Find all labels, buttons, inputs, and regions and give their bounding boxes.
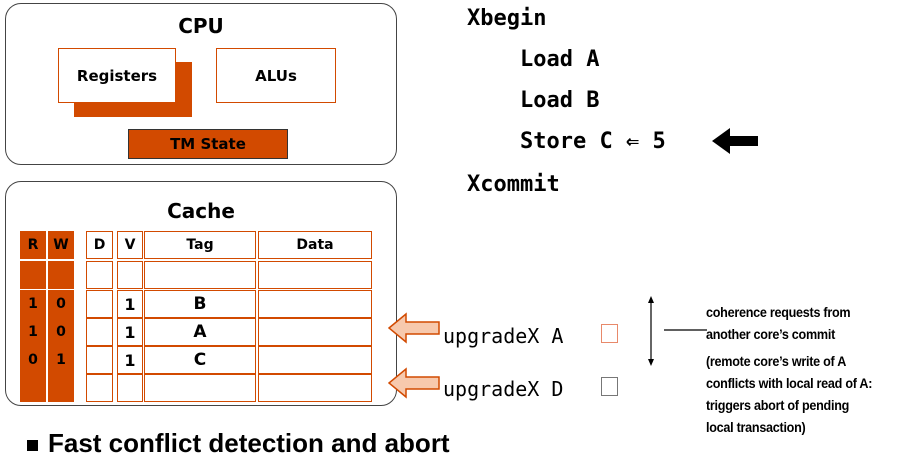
- cache-cell-w: 0: [48, 290, 74, 318]
- alus-box: ALUs: [216, 48, 336, 103]
- cache-cell-tag: C: [144, 346, 256, 374]
- code-xbegin: Xbegin: [467, 6, 547, 31]
- note-paren-2: conflicts with local read of A:: [706, 375, 873, 391]
- cache-cell-r: 0: [20, 346, 46, 374]
- request-arrow-d-icon: [388, 367, 440, 399]
- current-instruction-arrow-icon: [712, 128, 758, 154]
- cpu-panel: CPU Registers ALUs TM State: [5, 3, 397, 165]
- cache-cell-v: [117, 374, 143, 402]
- cache-header-tag: Tag: [144, 231, 256, 259]
- bullet-square: [27, 440, 38, 451]
- cache-cell-data: [258, 346, 372, 374]
- cpu-title: CPU: [178, 14, 224, 38]
- cache-cell-data: [258, 318, 372, 346]
- request-upgradex-d: upgradeX D: [443, 377, 564, 401]
- cache-cell-v: 1: [117, 290, 143, 318]
- cache-cell-tag: B: [144, 290, 256, 318]
- request-d-marker: [601, 377, 618, 396]
- cache-cell-d: [86, 346, 113, 374]
- registers-box: Registers: [58, 48, 176, 103]
- cache-cell-v: [117, 261, 143, 289]
- cache-cell-d: [86, 374, 113, 402]
- cache-cell-tag: [144, 261, 256, 289]
- cache-cell-v: 1: [117, 318, 143, 346]
- cache-cell-w: [48, 374, 74, 402]
- cache-header-data: Data: [258, 231, 372, 259]
- cache-cell-data: [258, 374, 372, 402]
- cache-cell-d: [86, 290, 113, 318]
- cache-header-v: V: [117, 231, 143, 259]
- note-paren-4: local transaction): [706, 419, 806, 435]
- cache-header-r: R: [20, 231, 46, 259]
- cache-title: Cache: [167, 199, 235, 223]
- cache-cell-tag: [144, 374, 256, 402]
- bullet-text: Fast conflict detection and abort: [48, 428, 450, 458]
- cache-cell-v: 1: [117, 346, 143, 374]
- cache-cell-w: [48, 261, 74, 289]
- cache-cell-r: [20, 374, 46, 402]
- cache-cell-data: [258, 290, 372, 318]
- cache-cell-r: 1: [20, 290, 46, 318]
- note-paren-1: (remote core’s write of A: [706, 353, 847, 369]
- note-line-1: coherence requests from: [706, 304, 851, 320]
- note-paren-3: triggers abort of pending: [706, 397, 850, 413]
- cache-cell-w: 1: [48, 346, 74, 374]
- cache-header-w: W: [48, 231, 74, 259]
- code-load-b: Load B: [520, 88, 600, 113]
- cache-cell-tag: A: [144, 318, 256, 346]
- cache-cell-r: 1: [20, 318, 46, 346]
- request-upgradex-a: upgradeX A: [443, 324, 564, 348]
- cache-cell-data: [258, 261, 372, 289]
- code-load-a: Load A: [520, 47, 600, 72]
- code-store-c: Store C ⇐ 5: [520, 129, 666, 154]
- note-line-2: another core’s commit: [706, 326, 836, 342]
- cache-cell-r: [20, 261, 46, 289]
- cache-cell-d: [86, 261, 113, 289]
- cache-cell-d: [86, 318, 113, 346]
- cache-header-d: D: [86, 231, 113, 259]
- request-a-marker: [601, 324, 618, 343]
- tm-state-box: TM State: [128, 129, 288, 159]
- request-arrow-a-icon: [388, 312, 440, 344]
- cache-cell-w: 0: [48, 318, 74, 346]
- code-xcommit: Xcommit: [467, 172, 560, 197]
- requests-bracket: [648, 296, 707, 366]
